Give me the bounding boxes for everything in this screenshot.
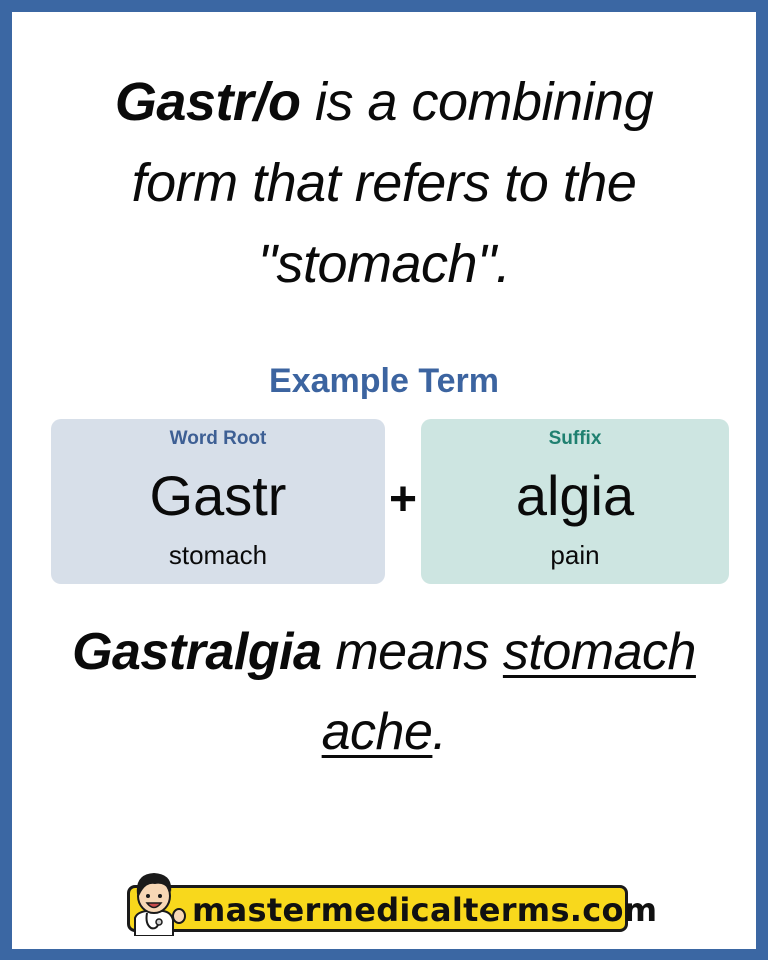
result-end-punct: .	[432, 703, 447, 761]
suffix-value: algia	[515, 464, 635, 527]
word-root-meaning: stomach	[168, 540, 268, 570]
example-term-heading: Example Term	[269, 362, 499, 400]
result-meaning-part-2: ache	[321, 703, 433, 761]
result-meaning-part-1: stomach	[502, 623, 697, 681]
suffix-label: Suffix	[548, 428, 602, 449]
result-term: Gastralgia	[72, 623, 322, 681]
result-line-2: ache.	[0, 692, 768, 772]
word-root-card: Word Root Gastr stomach	[51, 419, 385, 584]
result-connector: means	[321, 623, 503, 681]
intro-definition: Gastr/o is a combining form that refers …	[0, 62, 768, 305]
brand-banner[interactable]: mastermedicalterms.com	[127, 885, 657, 932]
doctor-mascot-icon	[134, 873, 186, 936]
suffix-meaning: pain	[550, 540, 600, 570]
word-root-value: Gastr	[149, 464, 287, 527]
brand-url[interactable]: mastermedicalterms.com	[192, 891, 658, 929]
intro-line-2: form that refers to the	[131, 153, 637, 213]
combining-form-term: Gastr/o	[114, 72, 301, 132]
intro-line-1: Gastr/o is a combining	[0, 62, 768, 143]
word-root-label: Word Root	[169, 428, 267, 449]
result-sentence: Gastralgia means stomach ache.	[0, 612, 768, 772]
result-line-1: Gastralgia means stomach	[0, 612, 768, 692]
plus-operator: +	[388, 473, 418, 526]
intro-line-1-rest: is a combining	[300, 72, 654, 132]
suffix-card: Suffix algia pain	[421, 419, 729, 584]
intro-line-3: "stomach".	[257, 234, 511, 294]
